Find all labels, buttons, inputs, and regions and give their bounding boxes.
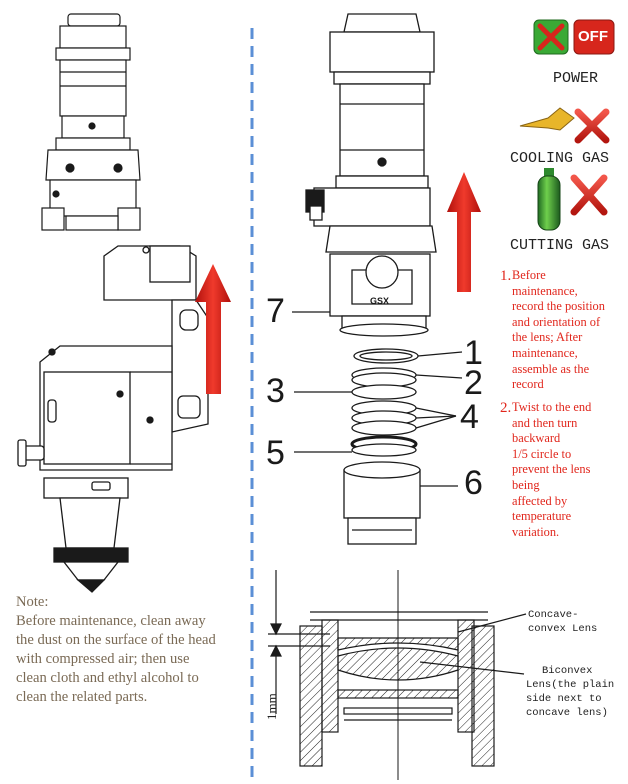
step-2-text: Twist to the end and then turn backward … xyxy=(512,400,592,539)
biconvex-lens-label: Biconvex Lens(the plain side next to con… xyxy=(526,665,615,719)
note-line: clean the related parts. xyxy=(16,689,148,705)
note-line: clean cloth and ethyl alcohol to xyxy=(16,670,199,686)
step-2-number: 2. xyxy=(500,400,512,416)
part-label-1: 1 xyxy=(464,334,483,372)
part-label-3: 3 xyxy=(266,372,285,410)
cooling-gas-label: COOLING GAS xyxy=(510,150,610,167)
exploded-view-drawing xyxy=(305,13,437,545)
small-cutting-head-drawing xyxy=(41,13,141,231)
part-label-5: 5 xyxy=(266,434,285,472)
part-label-6: 6 xyxy=(464,464,483,502)
note-line: Before maintenance, clean away xyxy=(16,613,206,629)
cooling-gas-icon xyxy=(519,107,610,144)
note-title: Note: xyxy=(16,594,49,610)
cutting-gas-label: CUTTING GAS xyxy=(510,237,610,254)
part-label-4: 4 xyxy=(460,398,479,436)
note-line: with compressed air; then use xyxy=(16,651,190,667)
concave-convex-lens-label: Concave- convex Lens xyxy=(528,609,598,635)
cutting-head-drawing xyxy=(17,245,209,593)
upward-arrow-center xyxy=(447,172,481,292)
part-label-7: 7 xyxy=(266,292,285,330)
cutting-gas-icon xyxy=(537,168,608,231)
step-1-text: Before maintenance, record the position … xyxy=(512,268,605,392)
step-1-number: 1. xyxy=(500,268,512,284)
power-icons xyxy=(533,19,615,55)
dimension-label: 1mm xyxy=(264,693,279,720)
power-off-badge: OFF xyxy=(578,28,608,45)
part-label-2: 2 xyxy=(464,364,483,402)
part-leader-lines xyxy=(292,311,463,487)
note-line: the dust on the surface of the head xyxy=(16,632,216,648)
logo-badge: GSX xyxy=(370,296,390,306)
upward-arrow-left xyxy=(195,264,231,394)
lens-cross-section xyxy=(268,570,527,780)
power-label: POWER xyxy=(553,70,599,87)
maintenance-note: Note: Before maintenance, clean away the… xyxy=(16,593,266,707)
